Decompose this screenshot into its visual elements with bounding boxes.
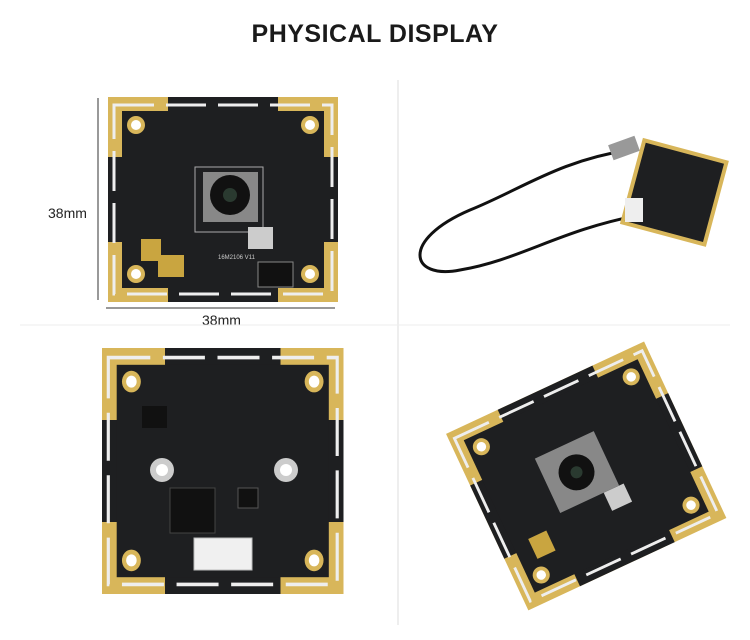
height-dimension-label: 38mm bbox=[48, 205, 87, 221]
page-title: PHYSICAL DISPLAY bbox=[251, 20, 499, 48]
board-angled-view bbox=[444, 340, 728, 612]
board-marking: 16M2106 V11 bbox=[218, 255, 256, 261]
board-with-usb-cable bbox=[418, 135, 729, 273]
width-dimension-label: 38mm bbox=[202, 312, 241, 328]
board-front-view: 16M2106 V11 bbox=[106, 95, 340, 304]
board-back-view bbox=[100, 346, 346, 596]
